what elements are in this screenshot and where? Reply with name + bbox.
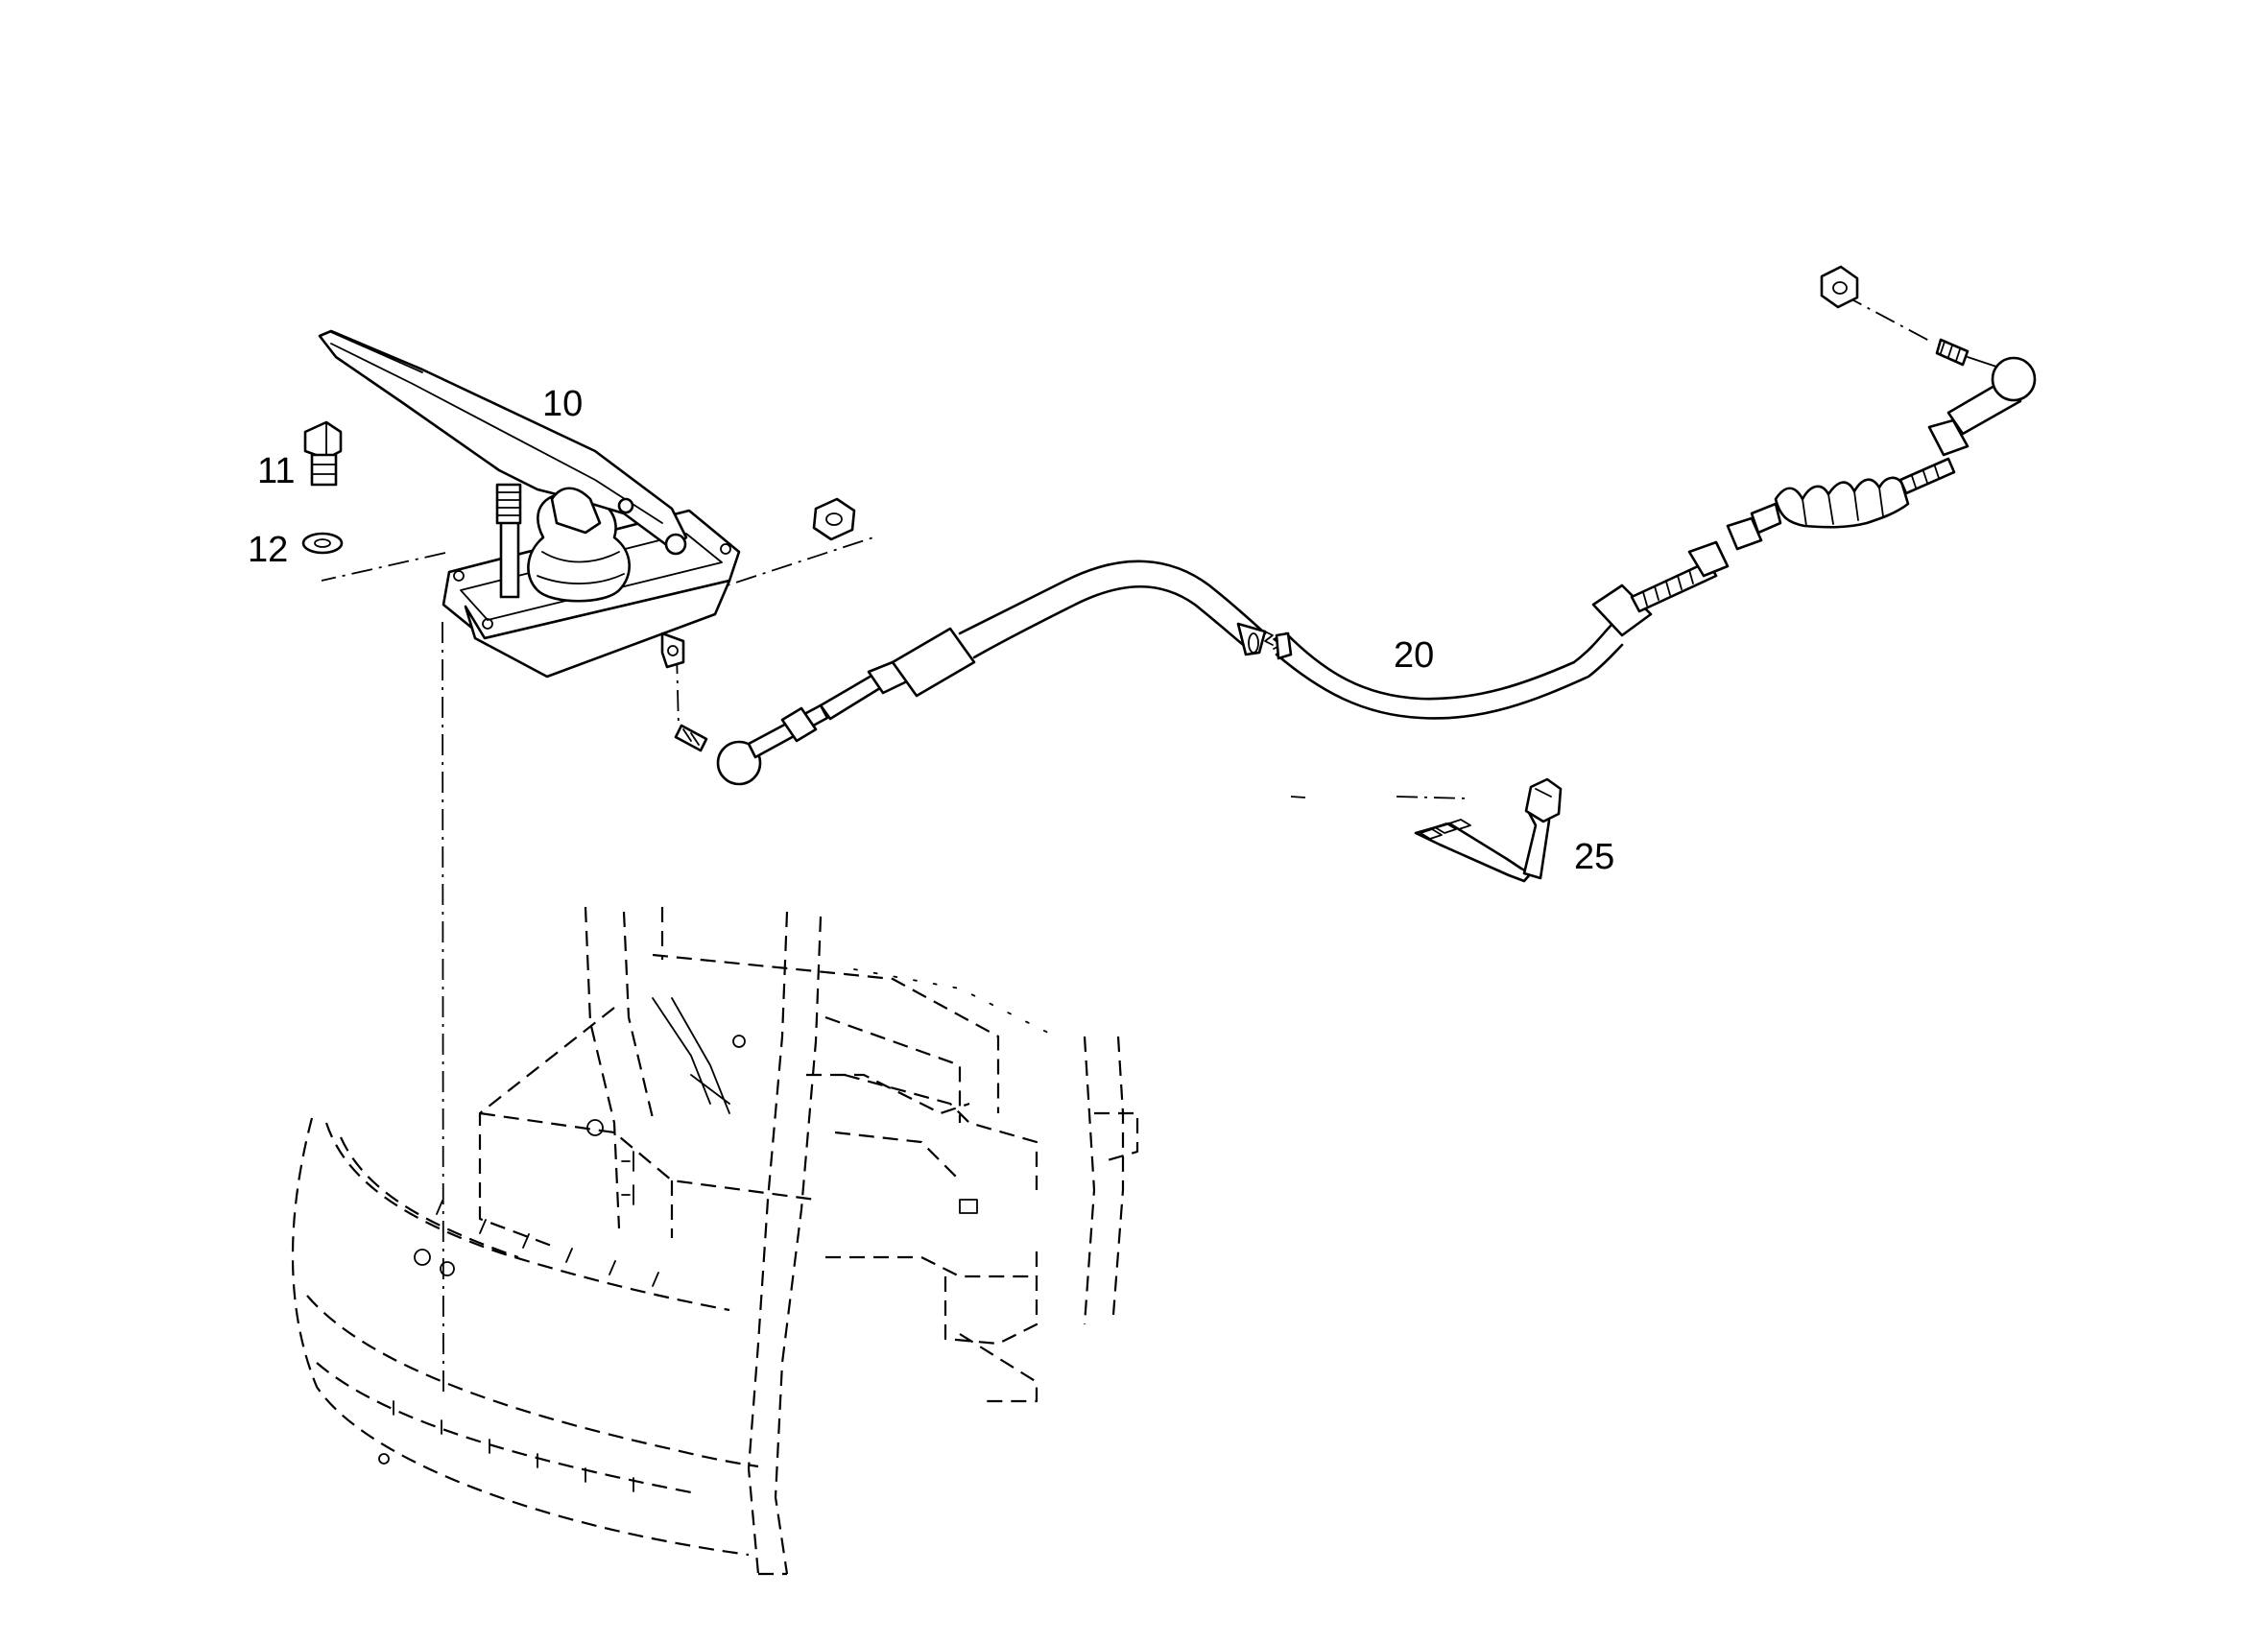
callout-10: 10 xyxy=(542,384,583,424)
callout-12: 12 xyxy=(248,530,288,570)
bolt-11 xyxy=(303,420,343,487)
nut-upper-left xyxy=(812,497,856,541)
callout-20: 20 xyxy=(1394,635,1434,676)
nut-upper-right xyxy=(1820,265,1859,309)
control-cable-20 xyxy=(674,338,2037,786)
washer-12 xyxy=(301,532,344,555)
truck-frame-outline xyxy=(291,906,1139,1576)
callout-25: 25 xyxy=(1574,837,1614,877)
assembly-lines xyxy=(321,294,1930,1393)
callout-11: 11 xyxy=(257,451,295,491)
pedal-assembly xyxy=(318,329,741,679)
callout-labels: 10 11 12 20 25 xyxy=(248,384,1614,877)
clip-25 xyxy=(1414,777,1563,883)
